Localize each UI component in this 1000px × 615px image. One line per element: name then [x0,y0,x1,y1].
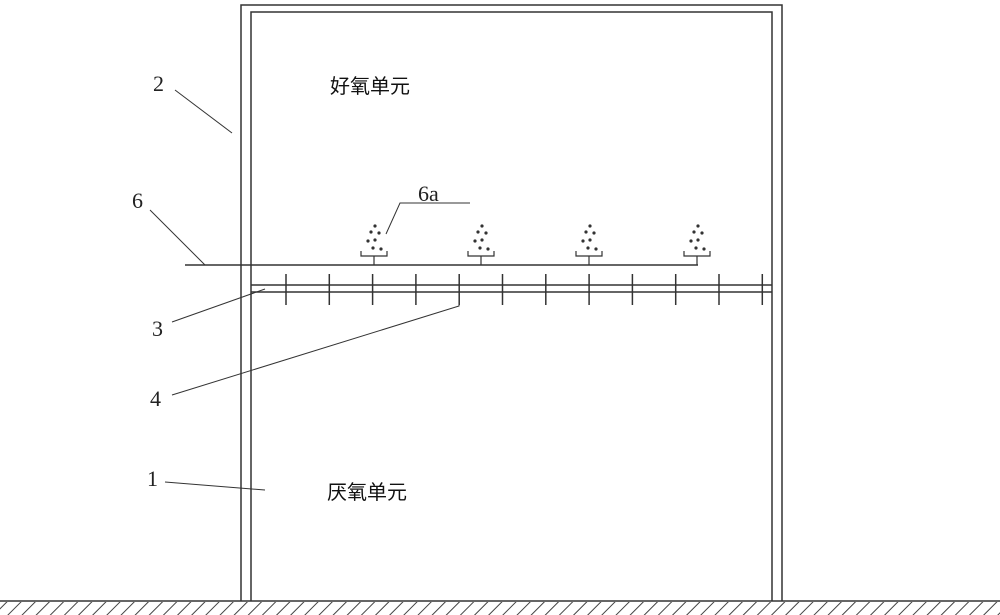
air-bubble [478,246,482,250]
ref-label-3: 3 [152,316,163,341]
air-bubble [377,231,381,235]
leader-3 [171,288,266,323]
air-bubble [379,247,383,251]
air-bubble [689,239,693,243]
air-bubble [696,224,700,228]
air-bubble [694,246,698,250]
diffuser [575,224,603,265]
air-bubble [476,230,480,234]
air-bubble [692,230,696,234]
leader-2 [174,89,233,134]
ref-label-6a: 6a [418,181,439,206]
air-bubble [592,231,596,235]
ground [0,600,1000,615]
air-bubble [581,239,585,243]
diffuser [467,224,495,265]
air-bubble [366,239,370,243]
air-bubble [588,238,592,242]
diffuser [360,224,388,265]
air-bubble [700,231,704,235]
air-bubble [584,230,588,234]
air-bubble [480,238,484,242]
aeration-diffusers [360,224,711,265]
reactor-outer-wall [240,4,783,601]
air-bubble [473,239,477,243]
leader-1 [164,481,266,491]
leader-4 [171,275,460,396]
air-bubble [480,224,484,228]
leader-6a [385,202,470,235]
air-bubble [373,238,377,242]
ref-label-6: 6 [132,188,143,213]
air-bubble [702,247,706,251]
aerobic-unit-label: 好氧单元 [330,74,410,98]
air-bubble [373,224,377,228]
ref-label-1: 1 [147,466,158,491]
air-bubble [586,246,590,250]
diffuser [683,224,711,265]
air-bubble [369,230,373,234]
air-bubble [371,246,375,250]
separation-membrane [251,284,772,293]
membrane-supports [285,274,764,305]
air-bubble [484,231,488,235]
reactor-inner-wall [250,11,773,601]
air-bubble [588,224,592,228]
anaerobic-unit-label: 厌氧单元 [327,480,407,504]
air-bubble [696,238,700,242]
ref-label-4: 4 [150,386,161,411]
leader-6 [149,209,206,266]
air-bubble [594,247,598,251]
ref-label-2: 2 [153,71,164,96]
air-bubble [486,247,490,251]
